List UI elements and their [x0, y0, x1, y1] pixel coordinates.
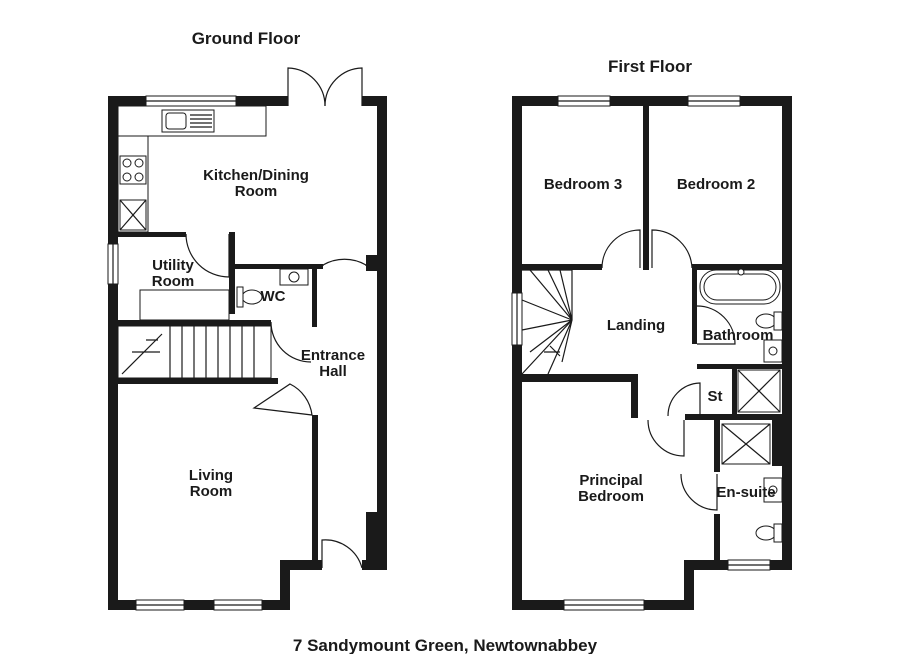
- room-label-landing: Landing: [607, 317, 665, 334]
- room-label-bathroom: Bathroom: [703, 327, 774, 344]
- room-label-kitchen-line1: Kitchen/Dining: [203, 167, 309, 184]
- room-label-bedroom2: Bedroom 2: [677, 176, 755, 193]
- room-label-ensuite: En-suite: [716, 484, 775, 501]
- room-label-living-line2: Room: [190, 483, 233, 500]
- property-address: 7 Sandymount Green, Newtownabbey: [293, 636, 598, 654]
- room-label-entrance-line2: Hall: [319, 363, 347, 380]
- room-label-entrance-line1: Entrance: [301, 347, 365, 364]
- first-floor-plan: [511, 95, 792, 611]
- ground-floor-plan: [107, 67, 387, 611]
- room-label-living-line1: Living: [189, 467, 233, 484]
- ground-floor-title: Ground Floor: [192, 29, 301, 48]
- room-label-principal-line1: Principal: [579, 472, 642, 489]
- room-label-principal-line2: Bedroom: [578, 488, 644, 505]
- room-label-utility-line1: Utility: [152, 257, 194, 274]
- room-label-store: St: [708, 388, 723, 405]
- room-label-wc: WC: [261, 288, 286, 305]
- first-floor-title: First Floor: [608, 57, 692, 76]
- room-label-kitchen-line2: Room: [235, 183, 278, 200]
- room-label-utility-line2: Room: [152, 273, 195, 290]
- room-label-bedroom3: Bedroom 3: [544, 176, 622, 193]
